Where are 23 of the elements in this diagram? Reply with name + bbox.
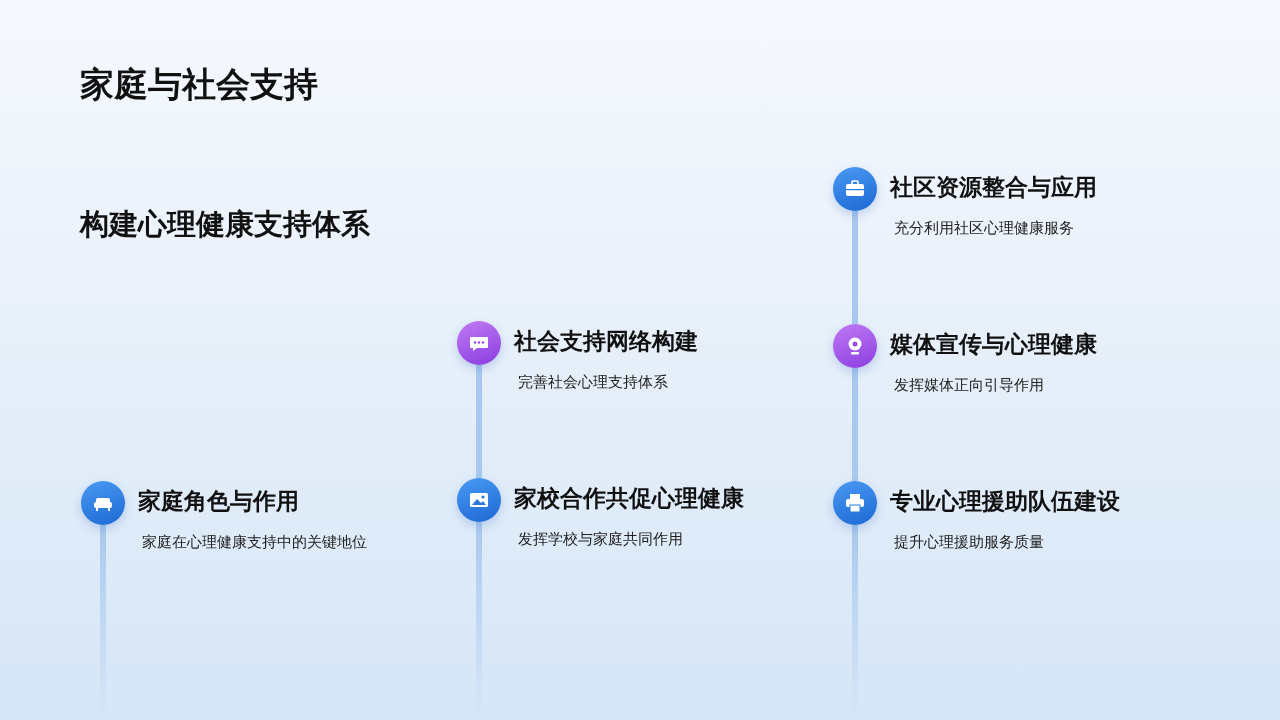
item-description: 家庭在心理健康支持中的关键地位 [142,533,367,552]
timeline-line [852,368,858,481]
slide-title: 家庭与社会支持 [80,63,318,106]
section-heading: 构建心理健康支持体系 [80,206,370,243]
item-description: 充分利用社区心理健康服务 [894,219,1074,238]
item-heading: 专业心理援助队伍建设 [890,487,1120,516]
icon-circle [833,324,877,368]
item-description: 完善社会心理支持体系 [518,373,668,392]
item-heading: 媒体宣传与心理健康 [890,330,1097,359]
item-heading: 家庭角色与作用 [138,487,299,516]
timeline-line [476,365,482,478]
icon-circle [457,478,501,522]
item-heading: 家校合作共促心理健康 [514,484,744,513]
timeline-line [852,211,858,324]
icon-circle [833,481,877,525]
icon-circle [457,321,501,365]
item-description: 发挥媒体正向引导作用 [894,376,1044,395]
item-description: 提升心理援助服务质量 [894,533,1044,552]
icon-circle [81,481,125,525]
item-heading: 社会支持网络构建 [514,327,698,356]
icon-circle [833,167,877,211]
item-heading: 社区资源整合与应用 [890,173,1097,202]
item-description: 发挥学校与家庭共同作用 [518,530,683,549]
